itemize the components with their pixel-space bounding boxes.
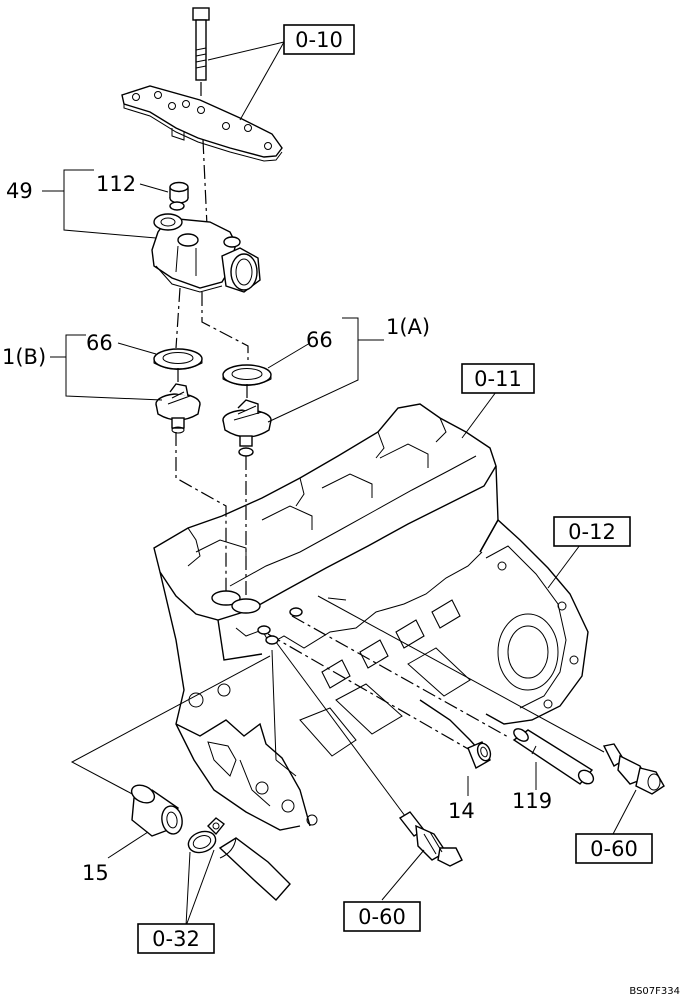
port-line-sensor-b — [275, 641, 409, 821]
callout-14: 14 — [448, 799, 475, 823]
leader-15-bracket — [70, 655, 271, 797]
plate-centerline — [202, 139, 208, 227]
ref-label-0-10: 0-10 — [295, 28, 343, 52]
bracket-1a — [267, 317, 359, 423]
port-line-sensor-a — [317, 595, 605, 753]
hose-clamp — [187, 817, 225, 854]
callout-112: 112 — [96, 172, 136, 196]
port-line-14 — [267, 633, 471, 751]
sleeve-119 — [512, 728, 595, 785]
callout-15: 15 — [82, 861, 109, 885]
ref-label-0-12: 0-12 — [568, 520, 616, 544]
thermostat-1a — [222, 399, 272, 457]
callout-1a: 1(A) — [386, 315, 430, 339]
ref-box-0-60-bottom[interactable]: 0-60 — [343, 901, 421, 932]
plug-112 — [169, 181, 189, 211]
callout-1b: 1(B) — [2, 345, 46, 369]
gasket-66-b — [153, 348, 203, 370]
bracket-49 — [63, 169, 157, 239]
bolt — [192, 7, 210, 81]
callout-49: 49 — [6, 179, 33, 203]
callout-119: 119 — [512, 789, 552, 813]
callout-66-a: 66 — [306, 328, 333, 352]
thermostat-housing — [151, 213, 261, 293]
ref-box-0-60-right[interactable]: 0-60 — [575, 833, 653, 864]
temperature-sensor-a — [602, 743, 665, 795]
temperature-sensor-b — [398, 811, 463, 867]
gasket-66-a — [222, 364, 272, 386]
water-hose — [218, 837, 291, 901]
ref-box-0-32[interactable]: 0-32 — [137, 923, 215, 954]
ref-box-0-11[interactable]: 0-11 — [461, 363, 535, 394]
cover-plate — [121, 85, 283, 162]
callout-66-b: 66 — [86, 331, 113, 355]
thermostat-1b — [155, 383, 201, 434]
ref-box-0-12[interactable]: 0-12 — [553, 516, 631, 547]
leader-0-32 — [185, 849, 215, 927]
bracket-1b — [65, 334, 163, 401]
ref-label-0-11: 0-11 — [474, 367, 522, 391]
ref-label-0-60-right: 0-60 — [590, 837, 638, 861]
drawing-code: BS07F334 — [629, 986, 680, 997]
ref-label-0-60-bottom: 0-60 — [358, 905, 406, 929]
port-line-119 — [291, 615, 511, 739]
plug-15 — [130, 784, 183, 837]
cylinder-block — [153, 403, 589, 831]
ref-label-0-32: 0-32 — [152, 927, 200, 951]
plug-14 — [467, 741, 492, 770]
ref-box-0-10[interactable]: 0-10 — [283, 24, 355, 55]
